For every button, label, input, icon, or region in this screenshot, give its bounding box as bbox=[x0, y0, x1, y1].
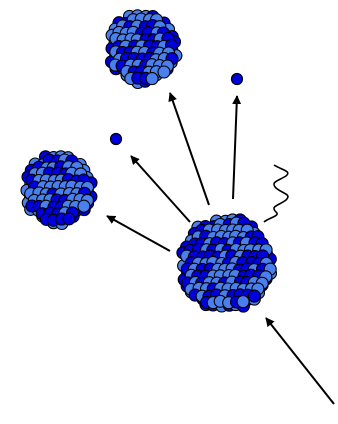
proton bbox=[247, 289, 261, 303]
arrow-to-left-neutron bbox=[130, 155, 191, 223]
fission-fragment-left bbox=[20, 150, 98, 231]
gamma-ray-wave bbox=[263, 164, 289, 223]
arrows-group bbox=[106, 92, 335, 405]
arrow-to-top-neutron bbox=[232, 95, 242, 200]
released-neutron-top bbox=[230, 72, 244, 86]
neutron bbox=[157, 65, 171, 79]
released-neutron-left bbox=[109, 132, 123, 146]
fission-fragment-upper bbox=[104, 9, 183, 90]
incoming-neutron-arrow bbox=[265, 317, 335, 405]
neutron bbox=[236, 295, 250, 309]
arrow-to-upper-fragment bbox=[168, 92, 210, 206]
arrow-to-left-fragment bbox=[106, 215, 171, 252]
neutron bbox=[77, 199, 91, 213]
proton bbox=[62, 212, 76, 226]
target-nucleus bbox=[176, 213, 278, 313]
neutron bbox=[145, 72, 159, 86]
